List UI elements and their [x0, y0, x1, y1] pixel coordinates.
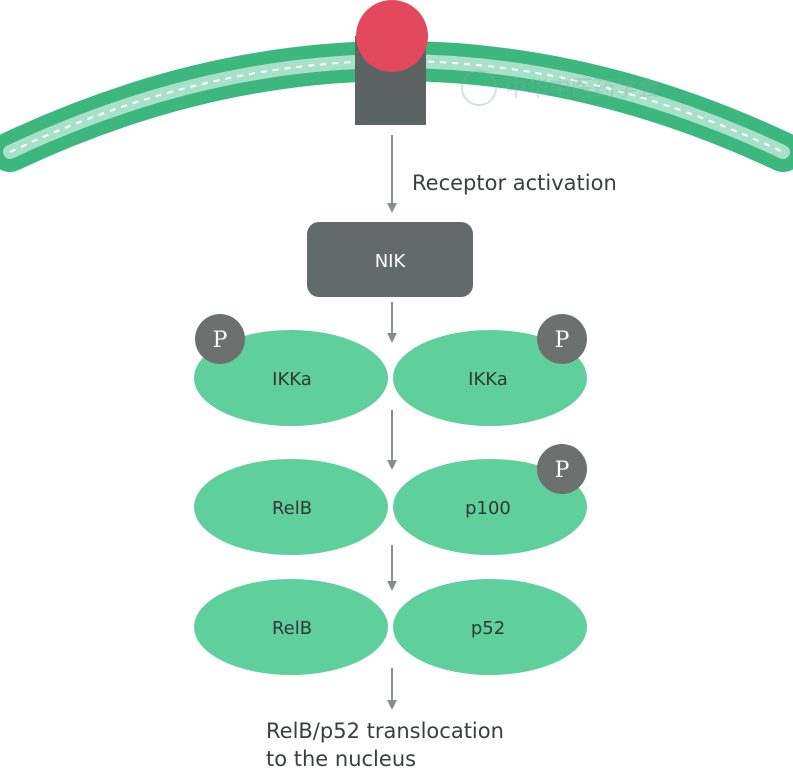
ikka-dimer: IKKa IKKa P P — [194, 314, 587, 426]
ikka-left-label: IKKa — [272, 369, 312, 390]
phospho-p100: P — [537, 444, 587, 494]
receptor — [355, 0, 428, 125]
svg-text:P: P — [555, 328, 570, 353]
ikka-right-label: IKKa — [468, 369, 508, 390]
ikka-right — [393, 330, 587, 426]
phospho-ikka-right: P — [537, 314, 587, 364]
relb-2 — [194, 579, 388, 675]
p100 — [393, 459, 587, 555]
phospho-ikka-left: P — [195, 314, 245, 364]
relb-1-label: RelB — [272, 498, 312, 519]
ikka-left — [194, 330, 388, 426]
svg-text:中华中医药学会: 中华中医药学会 — [505, 77, 659, 102]
relb-p52-complex: RelB p52 — [194, 579, 587, 675]
receptor-activation-label: Receptor activation — [412, 171, 617, 195]
relb-2-label: RelB — [272, 618, 312, 639]
translocation-line-2: to the nucleus — [266, 747, 416, 771]
relb-1 — [194, 459, 388, 555]
p100-label: p100 — [465, 498, 511, 519]
nik-label: NIK — [375, 251, 407, 272]
relb-p100-complex: RelB p100 P — [194, 444, 587, 555]
p52-label: p52 — [471, 618, 505, 639]
nik-node: NIK — [307, 222, 473, 297]
p52 — [393, 579, 587, 675]
svg-text:P: P — [555, 458, 570, 483]
translocation-line-1: RelB/p52 translocation — [266, 719, 504, 743]
watermark: 中华中医药学会 — [461, 70, 659, 106]
svg-text:P: P — [213, 328, 228, 353]
